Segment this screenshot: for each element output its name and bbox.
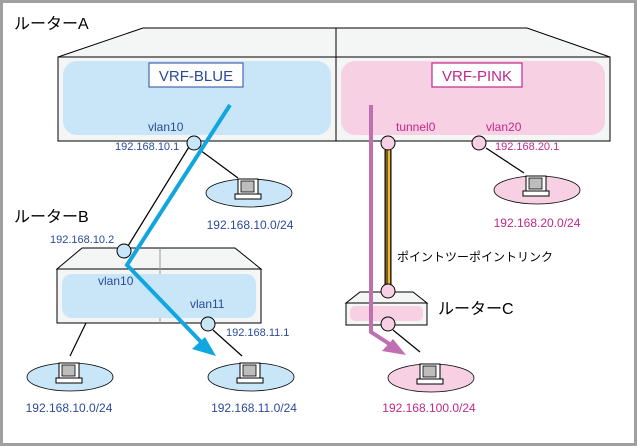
b-vlan10-ip: 192.168.10.2 bbox=[50, 234, 114, 246]
pc-icon bbox=[55, 362, 83, 384]
a-tunnel0-name: tunnel0 bbox=[396, 120, 436, 134]
router-b bbox=[55, 247, 263, 324]
b-vlan11-ip: 192.168.11.1 bbox=[226, 327, 289, 339]
interface-b-vlan10 bbox=[116, 243, 132, 259]
interface-a-vlan10 bbox=[186, 135, 202, 151]
pc-icon bbox=[416, 363, 444, 385]
router-c-label: ルーターC bbox=[438, 300, 514, 318]
vrf-blue-label: VRF-BLUE bbox=[159, 68, 233, 85]
pc-icon bbox=[236, 362, 264, 384]
interface-c-lan bbox=[380, 316, 396, 332]
net-a-20: 192.168.20.0/24 bbox=[494, 216, 581, 230]
cables bbox=[69, 141, 525, 357]
a-vlan20-ip: 192.168.20.1 bbox=[495, 141, 559, 153]
interface-a-vlan20 bbox=[471, 135, 487, 151]
router-a-label: ルーターA bbox=[14, 15, 89, 33]
pc-icon bbox=[522, 175, 550, 197]
lan-b-10 bbox=[26, 362, 114, 392]
lan-a-10 bbox=[205, 178, 293, 208]
a-vlan10-name: vlan10 bbox=[148, 120, 184, 134]
router-a bbox=[57, 27, 611, 142]
pink-traffic-arrow bbox=[369, 105, 406, 355]
b-vlan11-name: vlan11 bbox=[190, 297, 225, 311]
a-vlan20-name: vlan20 bbox=[486, 120, 522, 134]
p2p-link-label: ポイントツーポイントリンク bbox=[397, 250, 553, 264]
a-vlan10-ip: 192.168.10.1 bbox=[115, 141, 179, 153]
net-b-10: 192.168.10.0/24 bbox=[26, 401, 113, 415]
interface-b-vlan11 bbox=[200, 316, 216, 332]
blue-traffic-arrow bbox=[124, 103, 232, 356]
net-b-11: 192.168.11.0/24 bbox=[211, 401, 297, 415]
lan-c-100 bbox=[387, 363, 475, 393]
net-a-10: 192.168.10.0/24 bbox=[207, 218, 294, 232]
interface-a-tunnel0 bbox=[380, 135, 396, 151]
vrf-blue-area bbox=[63, 61, 331, 135]
interface-c-tunnel bbox=[380, 283, 396, 299]
pc-icon bbox=[234, 178, 262, 200]
tunnel-link bbox=[384, 150, 392, 287]
lan-b-11 bbox=[207, 362, 295, 392]
lan-a-20 bbox=[493, 175, 581, 205]
vrf-pink-label: VRF-PINK bbox=[442, 68, 512, 85]
b-vlan10-name: vlan10 bbox=[98, 274, 134, 288]
router-b-label: ルーターB bbox=[14, 208, 89, 226]
vrf-pink-area bbox=[341, 61, 605, 135]
net-c-100: 192.168.100.0/24 bbox=[382, 401, 476, 415]
